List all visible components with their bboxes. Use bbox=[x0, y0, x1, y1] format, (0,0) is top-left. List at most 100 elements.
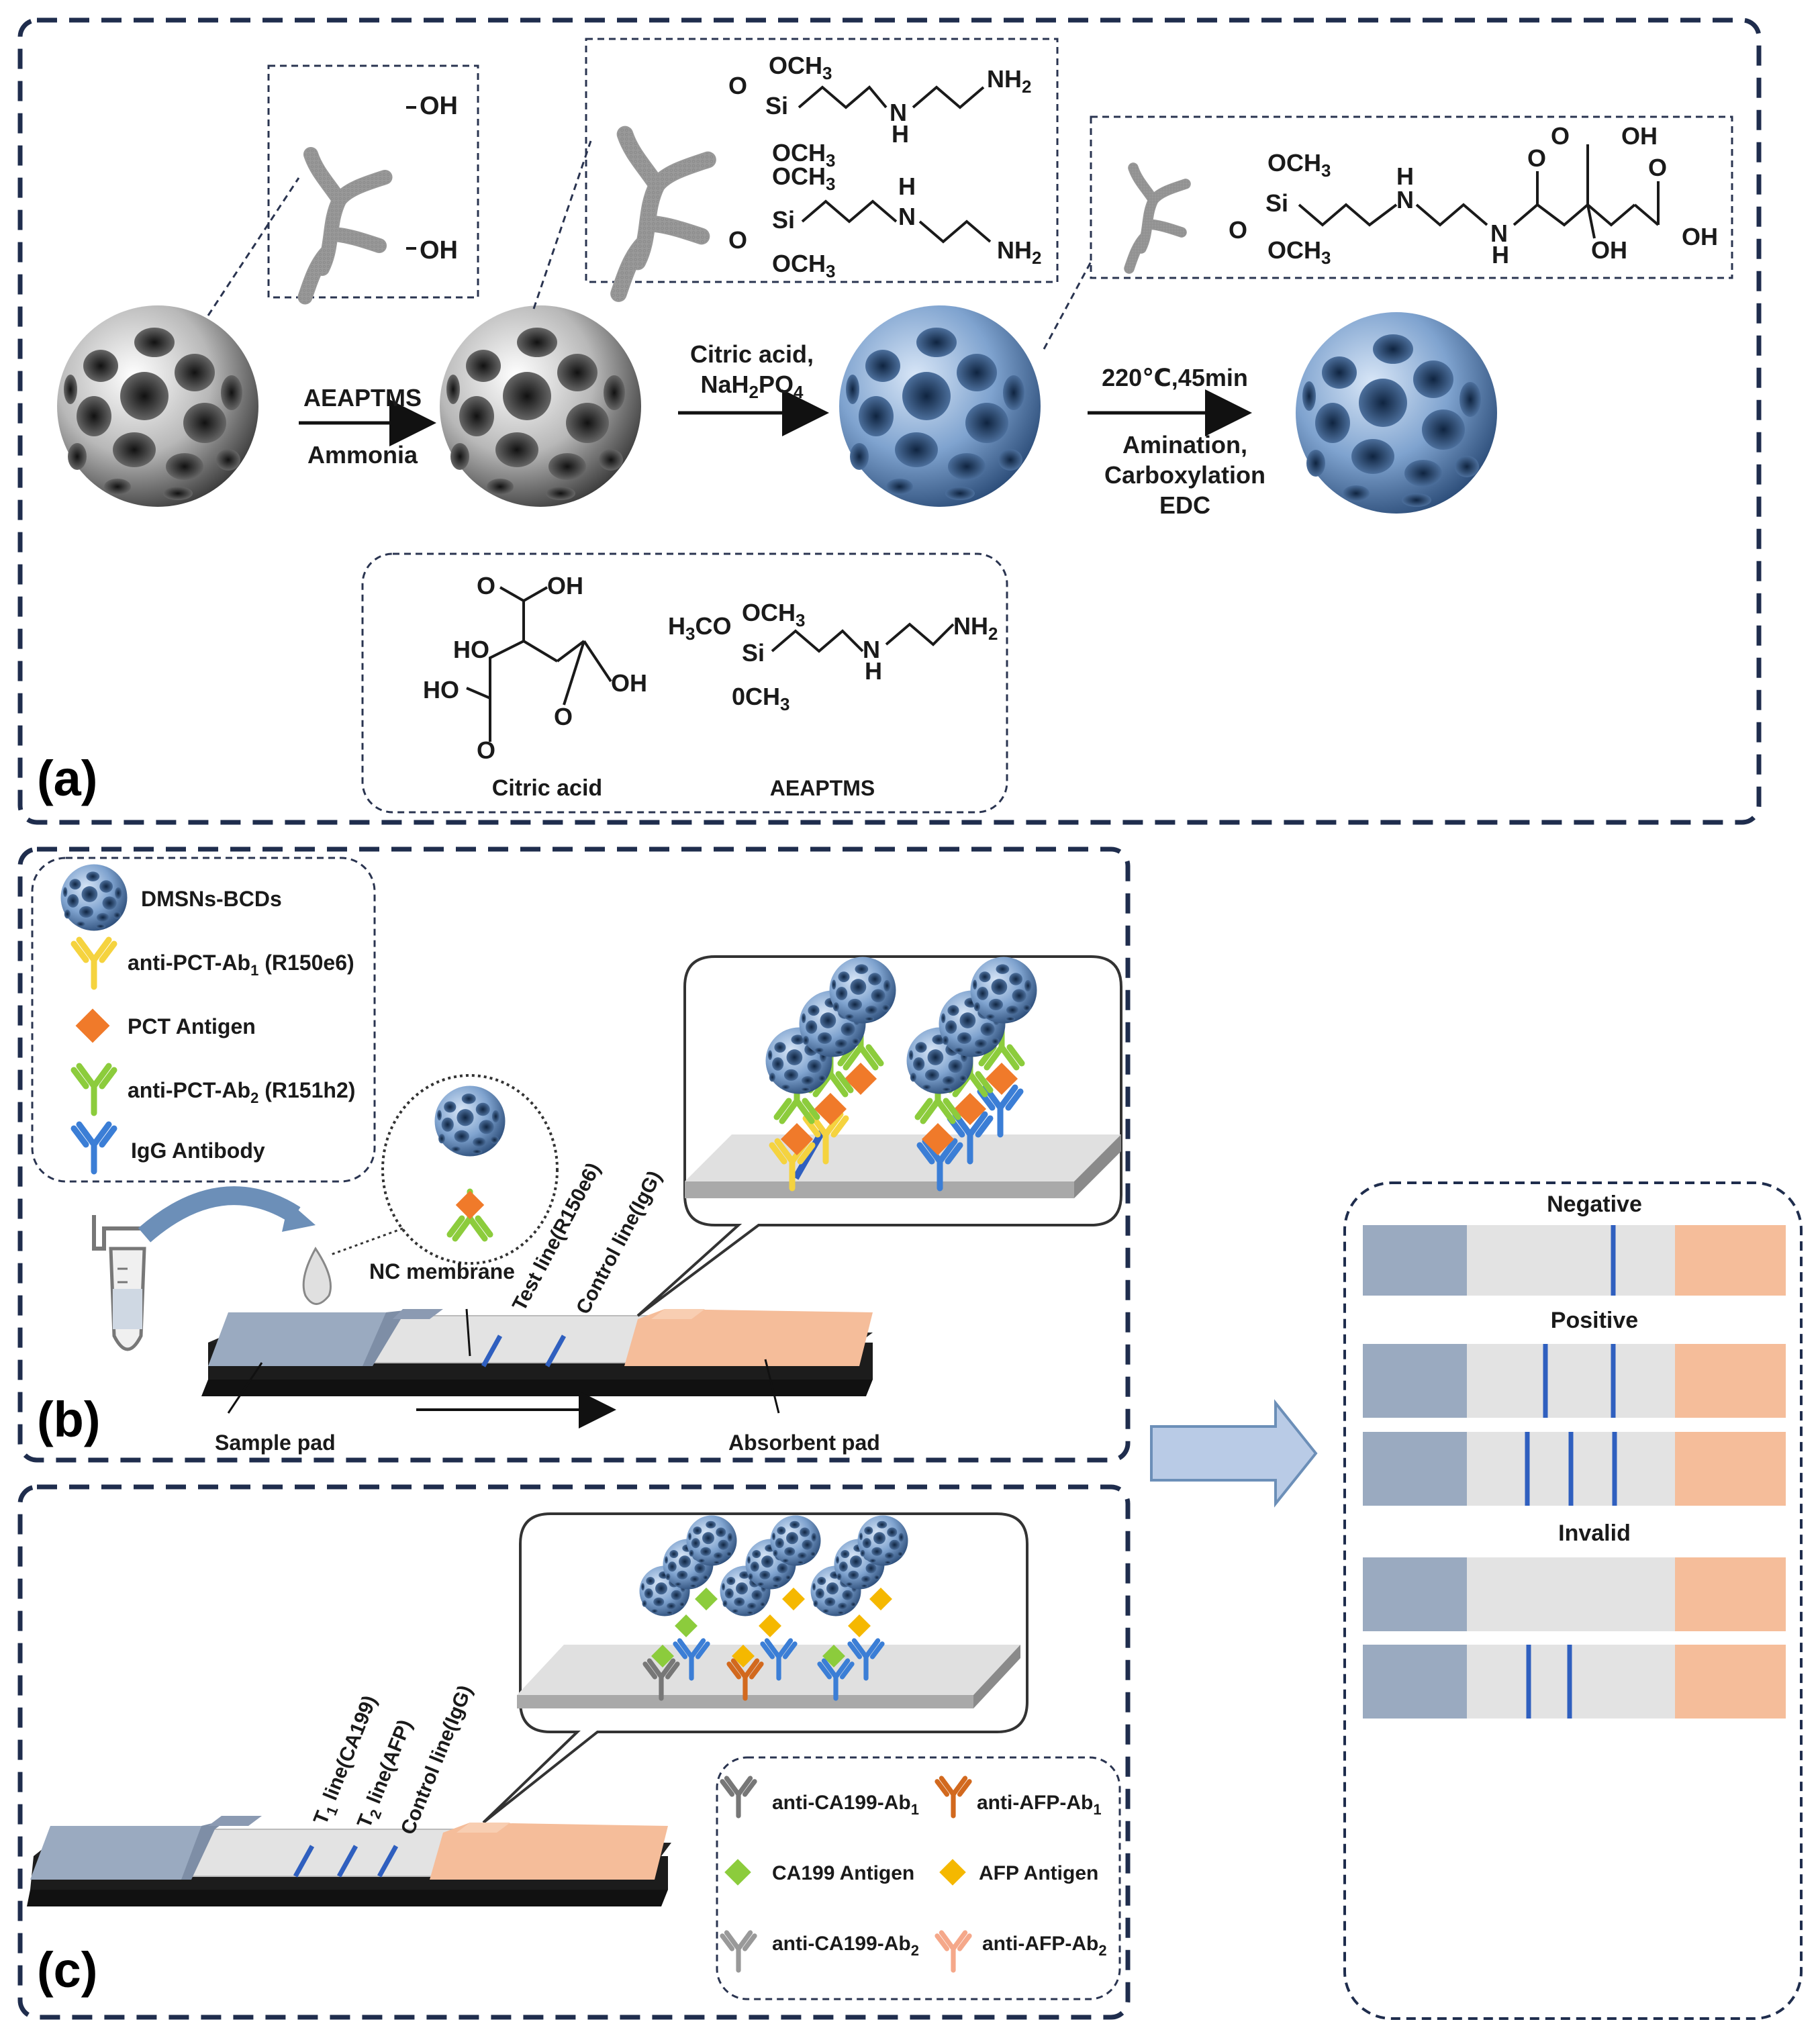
legend-b-item-3: anti-PCT-Ab2 (R151h2) bbox=[128, 1078, 355, 1106]
result-invalid-label: Invalid bbox=[1558, 1520, 1631, 1546]
panel-a-frame bbox=[17, 17, 1762, 825]
chem-nh2-2: NH2 bbox=[997, 236, 1041, 268]
legend-b-item-2: PCT Antigen bbox=[128, 1014, 256, 1038]
conjugate-zoom bbox=[381, 1074, 559, 1265]
legend-c-ag-afp: AFP Antigen bbox=[979, 1862, 1098, 1884]
silane-structure: O Si OCH3 OCH3 OCH3 Si O OCH3 N H NH2 H … bbox=[728, 52, 1041, 281]
dendrite-silane bbox=[619, 134, 708, 294]
carboxyl-structure: O Si OCH3 OCH3 H N N H O OH O OH O OH bbox=[1229, 122, 1718, 269]
citric-ho-1: HO bbox=[453, 636, 489, 663]
result-strip-positive-2 bbox=[1363, 1432, 1786, 1506]
legend-c-ab1-afp: anti-AFP-Ab1 bbox=[977, 1792, 1102, 1818]
legend-c-ab2-ca: anti-CA199-Ab2 bbox=[772, 1933, 919, 1959]
step2-bottom: NaH2PO4 bbox=[701, 371, 804, 402]
aeaptms-structure: H3CO OCH3 Si 0CH3 N H NH2 bbox=[668, 599, 998, 714]
legend-c-ag-ca: CA199 Antigen bbox=[772, 1862, 914, 1884]
sample-tube bbox=[92, 1215, 146, 1351]
absorbent-pad-label: Absorbent pad bbox=[728, 1431, 880, 1455]
legend-c-ab1-ca: anti-CA199-Ab1 bbox=[772, 1792, 919, 1818]
chem-n-4: N bbox=[1490, 220, 1508, 247]
strip-b-control-line bbox=[544, 1335, 567, 1367]
aeaptms-label: AEAPTMS bbox=[770, 776, 875, 800]
chem-och3-3: OCH3 bbox=[772, 162, 835, 194]
curved-arrow bbox=[138, 1186, 301, 1243]
chem-o-3: O bbox=[1229, 216, 1247, 244]
result-positive-label: Positive bbox=[1551, 1308, 1638, 1333]
legend-sphere bbox=[60, 864, 128, 931]
citric-o-2: O bbox=[477, 736, 495, 764]
reagent-box bbox=[361, 552, 1008, 814]
citric-oh-2: OH bbox=[611, 669, 647, 697]
bubble-b-membrane bbox=[685, 1134, 1121, 1198]
oh-tree-box bbox=[267, 64, 479, 299]
citric-o-3: O bbox=[554, 703, 573, 730]
citric-oh-1: OH bbox=[547, 572, 583, 599]
chem-oh-5: OH bbox=[1682, 223, 1718, 250]
strip-c-control-line bbox=[377, 1845, 399, 1878]
panel-c-frame bbox=[17, 1484, 1131, 2020]
sample-pad-label: Sample pad bbox=[215, 1431, 336, 1455]
chem-o-1: O bbox=[728, 72, 747, 99]
panel-b-label: (b) bbox=[37, 1392, 101, 1447]
sphere-bare bbox=[57, 305, 258, 507]
bubble-c-complexes bbox=[639, 1515, 908, 1699]
chem-n-1: N bbox=[890, 99, 907, 126]
chem-nh2-1: NH2 bbox=[987, 65, 1031, 97]
result-strip-positive-1 bbox=[1363, 1344, 1786, 1418]
panel-b-frame bbox=[17, 846, 1131, 1463]
legend-igg-icon bbox=[74, 1124, 114, 1171]
strip-b bbox=[201, 1309, 873, 1396]
control-line-c-label: Control line(IgG) bbox=[397, 1682, 477, 1838]
chem-si-2: Si bbox=[772, 206, 795, 234]
step1-bottom: Ammonia bbox=[307, 441, 418, 469]
results-frame bbox=[1343, 1181, 1803, 2020]
chem-o-6: O bbox=[1648, 154, 1667, 181]
aeaptms-nh2: NH2 bbox=[953, 612, 998, 644]
strip-c bbox=[27, 1816, 671, 1906]
strip-c-t2-line bbox=[336, 1845, 358, 1878]
chem-o-5: O bbox=[1551, 122, 1570, 150]
legend-antigen-icon bbox=[75, 1008, 110, 1043]
oh-label-top: OH bbox=[420, 92, 458, 120]
result-strip-invalid-2 bbox=[1363, 1645, 1786, 1719]
strip-c-t1-line bbox=[293, 1845, 315, 1878]
aeaptms-si: Si bbox=[742, 639, 765, 667]
legend-c-box bbox=[716, 1756, 1121, 2000]
legend-b-item-0: DMSNs-BCDs bbox=[141, 887, 282, 911]
citric-o-1: O bbox=[477, 572, 495, 599]
aeaptms-och3: OCH3 bbox=[742, 599, 805, 630]
sphere-blue-2 bbox=[1296, 312, 1497, 514]
result-negative-label: Negative bbox=[1547, 1192, 1642, 1217]
strip-b-test-line bbox=[481, 1335, 503, 1367]
aeaptms-n: N bbox=[863, 636, 880, 663]
chem-h-3: H bbox=[1396, 162, 1414, 190]
dendrite-oh bbox=[305, 154, 385, 297]
chem-h-4: H bbox=[1492, 241, 1509, 269]
citric-acid-label: Citric acid bbox=[492, 775, 602, 801]
chem-h-2: H bbox=[898, 173, 916, 200]
dendrite-carboxyl bbox=[1129, 168, 1186, 269]
legend-ab1-icon bbox=[74, 940, 114, 987]
aeaptms-h3co: H3CO bbox=[668, 612, 731, 644]
chem-si-1: Si bbox=[765, 92, 788, 119]
legend-b-box bbox=[31, 857, 376, 1183]
chem-oh-4: OH bbox=[1621, 122, 1658, 150]
chem-oh-3: OH bbox=[1591, 236, 1627, 264]
aeaptms-0ch3: 0CH3 bbox=[732, 683, 790, 714]
carboxyl-box bbox=[1090, 115, 1733, 279]
step3-line1: Amination, bbox=[1122, 431, 1247, 458]
chem-o-4: O bbox=[1527, 144, 1546, 172]
step3-line2: Carboxylation bbox=[1104, 461, 1265, 489]
panel-a-label: (a) bbox=[37, 751, 97, 806]
result-strip-invalid-1 bbox=[1363, 1557, 1786, 1631]
chem-si-3: Si bbox=[1265, 189, 1288, 217]
sphere-silane bbox=[440, 305, 641, 507]
chem-och3-4: OCH3 bbox=[772, 250, 835, 281]
silane-box bbox=[585, 38, 1059, 283]
citric-acid-structure: O OH HO HO O O OH bbox=[423, 572, 647, 764]
chem-h-1: H bbox=[892, 120, 909, 148]
chem-n-2: N bbox=[898, 203, 916, 230]
chem-och3-2: OCH3 bbox=[772, 139, 835, 171]
chem-n-3: N bbox=[1396, 186, 1414, 213]
